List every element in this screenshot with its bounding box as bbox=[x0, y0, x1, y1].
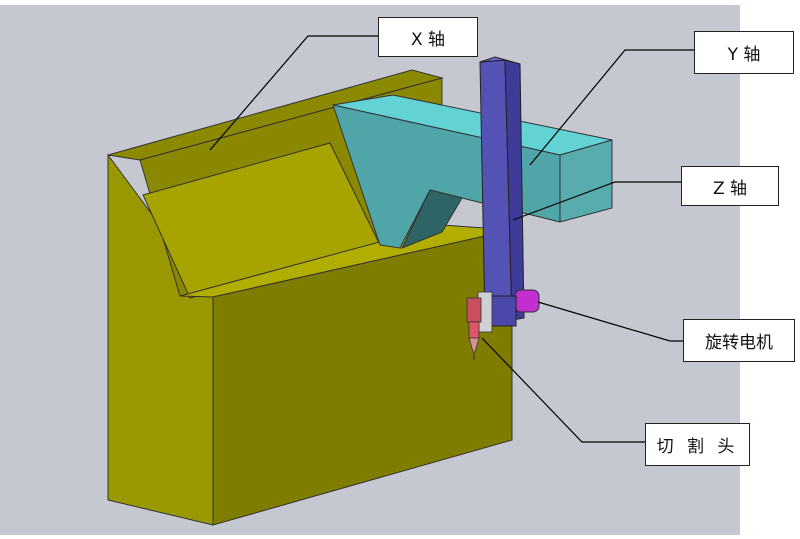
label-x-axis: X 轴 bbox=[378, 17, 478, 57]
leader-cutting-head bbox=[481, 337, 645, 443]
beam-end-face bbox=[559, 139, 613, 223]
label-y-axis: Y 轴 bbox=[694, 31, 794, 74]
frame-front-face bbox=[212, 229, 513, 526]
label-z-axis: Z 轴 bbox=[681, 166, 779, 206]
cutting-head-body bbox=[466, 297, 482, 323]
beam-underside bbox=[400, 189, 463, 249]
leader-y-axis bbox=[529, 49, 694, 166]
cutting-head-sleeve bbox=[468, 321, 480, 339]
cutting-head-nozzle bbox=[468, 337, 480, 353]
leader-z-axis bbox=[512, 181, 681, 221]
label-rotary-motor: 旋转电机 bbox=[683, 319, 795, 362]
rotary-motor-body bbox=[514, 289, 540, 313]
z-column-top bbox=[479, 56, 521, 65]
leader-x-axis bbox=[209, 35, 378, 151]
leader-rotary-motor bbox=[537, 301, 683, 342]
label-cutting-head: 切 割 头 bbox=[645, 423, 750, 466]
